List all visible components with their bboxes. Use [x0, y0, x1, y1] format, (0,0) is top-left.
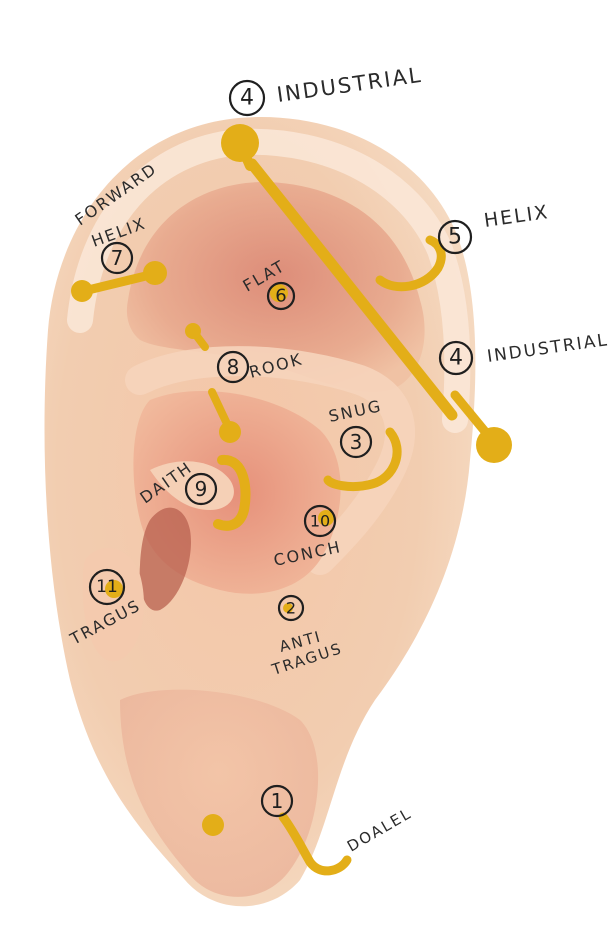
- daith-hoop: [213, 455, 251, 531]
- industrial-bottom-ball: [476, 427, 512, 463]
- marker-3: 3: [339, 425, 373, 459]
- marker-10: 10: [303, 504, 337, 538]
- marker-number: 8: [227, 355, 240, 379]
- marker-number: 10: [310, 512, 330, 531]
- marker-1: 1: [260, 784, 294, 818]
- marker-number: 5: [448, 225, 462, 250]
- marker-4-right: 4: [438, 340, 474, 376]
- conch-stud: [318, 510, 334, 526]
- marker-8: 8: [216, 350, 250, 384]
- label-industrial-right: INDUSTRIAL: [486, 330, 610, 367]
- label-industrial-top: INDUSTRIAL: [275, 63, 423, 107]
- marker-9: 9: [184, 472, 218, 506]
- label-helix: HELIX: [483, 201, 551, 232]
- anti-tragus-stud: [283, 603, 293, 613]
- jewelry-layer: [71, 124, 512, 876]
- tragus: [82, 548, 144, 662]
- industrial-stem: [235, 138, 255, 171]
- marker-2: 2: [277, 594, 305, 622]
- forward-helix-ball-left: [71, 280, 93, 302]
- snug-hoop: [323, 427, 402, 491]
- antihelix: [125, 346, 415, 575]
- marker-number: 3: [350, 430, 363, 454]
- rook-ball-bottom: [219, 421, 241, 443]
- marker-number: 7: [111, 246, 124, 270]
- marker-number: 4: [240, 86, 254, 111]
- marker-4-top: 4: [228, 79, 266, 117]
- marker-5: 5: [437, 219, 473, 255]
- forward-helix-ball-right: [143, 261, 167, 285]
- marker-6: 6: [266, 281, 296, 311]
- marker-number: 6: [275, 286, 286, 307]
- industrial-bar: [246, 158, 458, 421]
- lobe-hoop: [278, 812, 352, 876]
- flat-stud: [270, 284, 288, 302]
- marker-number: 9: [195, 477, 208, 501]
- ear-canal: [139, 507, 191, 611]
- marker-number: 4: [449, 346, 463, 371]
- helix-hoop: [375, 235, 446, 292]
- lobe-stud: [202, 814, 224, 836]
- forward-helix-bar: [79, 269, 159, 296]
- rook-ball-top: [185, 323, 201, 339]
- marker-number: 1: [271, 789, 284, 813]
- earlobe: [120, 689, 319, 897]
- tragus-stud: [105, 580, 123, 598]
- marker-11: 11: [88, 568, 126, 606]
- label-doalel: DOALEL: [344, 804, 415, 855]
- marker-number: 2: [286, 599, 296, 618]
- helix-rim: [67, 128, 471, 433]
- marker-7: 7: [100, 241, 134, 275]
- marker-number: 11: [96, 577, 118, 597]
